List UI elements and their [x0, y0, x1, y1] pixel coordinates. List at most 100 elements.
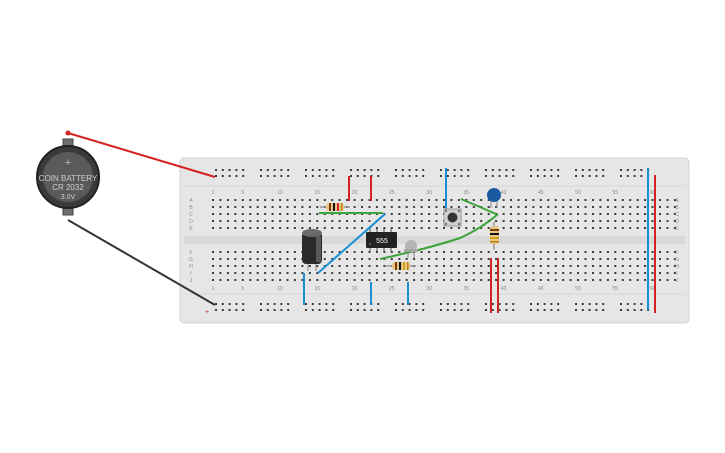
breadboard-hole[interactable]: [472, 199, 475, 201]
breadboard-hole[interactable]: [457, 265, 460, 267]
breadboard-hole[interactable]: [301, 272, 304, 274]
breadboard-hole[interactable]: [413, 272, 416, 274]
breadboard-hole[interactable]: [353, 251, 356, 253]
breadboard-hole[interactable]: [562, 213, 565, 215]
breadboard-hole[interactable]: [517, 251, 520, 253]
breadboard-hole[interactable]: [640, 303, 643, 305]
breadboard-hole[interactable]: [219, 279, 222, 281]
breadboard-hole[interactable]: [636, 206, 639, 208]
breadboard-hole[interactable]: [539, 251, 542, 253]
breadboard-hole[interactable]: [554, 265, 557, 267]
breadboard-hole[interactable]: [293, 272, 296, 274]
breadboard-hole[interactable]: [420, 258, 423, 260]
breadboard-hole[interactable]: [420, 220, 423, 222]
breadboard-hole[interactable]: [450, 206, 453, 208]
breadboard-hole[interactable]: [673, 279, 676, 281]
breadboard-hole[interactable]: [510, 206, 512, 208]
breadboard-hole[interactable]: [331, 272, 334, 274]
breadboard-hole[interactable]: [383, 279, 386, 281]
breadboard-hole[interactable]: [368, 251, 371, 253]
breadboard-hole[interactable]: [350, 169, 352, 171]
breadboard-hole[interactable]: [219, 251, 222, 253]
breadboard-hole[interactable]: [435, 272, 438, 274]
breadboard-hole[interactable]: [644, 227, 647, 229]
breadboard-hole[interactable]: [633, 169, 636, 171]
breadboard-hole[interactable]: [271, 258, 274, 260]
breadboard-hole[interactable]: [219, 213, 222, 215]
breadboard-hole[interactable]: [640, 175, 643, 177]
breadboard-hole[interactable]: [398, 213, 401, 215]
breadboard-hole[interactable]: [517, 213, 520, 215]
breadboard-hole[interactable]: [368, 258, 371, 260]
breadboard-hole[interactable]: [398, 251, 401, 253]
breadboard-hole[interactable]: [286, 272, 289, 274]
breadboard-hole[interactable]: [595, 303, 598, 305]
breadboard-hole[interactable]: [350, 175, 352, 177]
breadboard-hole[interactable]: [413, 199, 416, 201]
breadboard-hole[interactable]: [550, 309, 553, 311]
breadboard-hole[interactable]: [636, 279, 639, 281]
breadboard-hole[interactable]: [577, 279, 579, 281]
breadboard-hole[interactable]: [401, 175, 404, 177]
breadboard-hole[interactable]: [581, 309, 584, 311]
breadboard-hole[interactable]: [659, 213, 661, 215]
breadboard-hole[interactable]: [271, 213, 274, 215]
breadboard-hole[interactable]: [286, 227, 289, 229]
breadboard-hole[interactable]: [569, 272, 572, 274]
breadboard-hole[interactable]: [606, 199, 609, 201]
breadboard-hole[interactable]: [599, 220, 602, 222]
breadboard-hole[interactable]: [536, 303, 539, 305]
breadboard-hole[interactable]: [408, 309, 411, 311]
breadboard-hole[interactable]: [420, 213, 423, 215]
breadboard-hole[interactable]: [413, 213, 416, 215]
breadboard-hole[interactable]: [510, 199, 512, 201]
breadboard-hole[interactable]: [557, 169, 560, 171]
breadboard-hole[interactable]: [318, 303, 321, 305]
breadboard-hole[interactable]: [264, 227, 267, 229]
breadboard-hole[interactable]: [620, 175, 622, 177]
breadboard-hole[interactable]: [361, 279, 363, 281]
breadboard-hole[interactable]: [338, 227, 341, 229]
breadboard-hole[interactable]: [547, 213, 550, 215]
breadboard-hole[interactable]: [480, 279, 483, 281]
breadboard-hole[interactable]: [286, 251, 289, 253]
breadboard-hole[interactable]: [575, 175, 577, 177]
breadboard-hole[interactable]: [569, 199, 572, 201]
breadboard-hole[interactable]: [453, 169, 456, 171]
breadboard-hole[interactable]: [517, 220, 520, 222]
breadboard-hole[interactable]: [584, 213, 587, 215]
breadboard-hole[interactable]: [562, 258, 565, 260]
breadboard-hole[interactable]: [375, 265, 378, 267]
breadboard-hole[interactable]: [308, 206, 311, 208]
breadboard-hole[interactable]: [375, 227, 378, 229]
breadboard-hole[interactable]: [636, 227, 639, 229]
breadboard-hole[interactable]: [264, 220, 267, 222]
breadboard-hole[interactable]: [599, 279, 602, 281]
breadboard-hole[interactable]: [606, 265, 609, 267]
breadboard-hole[interactable]: [413, 220, 416, 222]
breadboard-hole[interactable]: [673, 206, 676, 208]
breadboard-hole[interactable]: [212, 213, 214, 215]
breadboard-hole[interactable]: [460, 309, 463, 311]
breadboard-hole[interactable]: [279, 272, 282, 274]
breadboard-hole[interactable]: [636, 265, 639, 267]
breadboard-hole[interactable]: [361, 227, 363, 229]
breadboard-hole[interactable]: [383, 272, 386, 274]
breadboard-hole[interactable]: [420, 251, 423, 253]
breadboard-hole[interactable]: [287, 309, 290, 311]
breadboard-hole[interactable]: [498, 309, 501, 311]
breadboard-hole[interactable]: [226, 206, 229, 208]
breadboard-hole[interactable]: [532, 227, 535, 229]
breadboard-hole[interactable]: [621, 258, 624, 260]
breadboard-hole[interactable]: [266, 303, 269, 305]
breadboard-hole[interactable]: [584, 272, 587, 274]
breadboard-hole[interactable]: [547, 265, 550, 267]
breadboard-hole[interactable]: [666, 272, 669, 274]
breadboard-hole[interactable]: [323, 220, 326, 222]
breadboard-hole[interactable]: [532, 265, 535, 267]
breadboard-hole[interactable]: [241, 265, 244, 267]
breadboard-hole[interactable]: [353, 265, 356, 267]
breadboard-hole[interactable]: [666, 265, 669, 267]
breadboard-hole[interactable]: [212, 272, 214, 274]
